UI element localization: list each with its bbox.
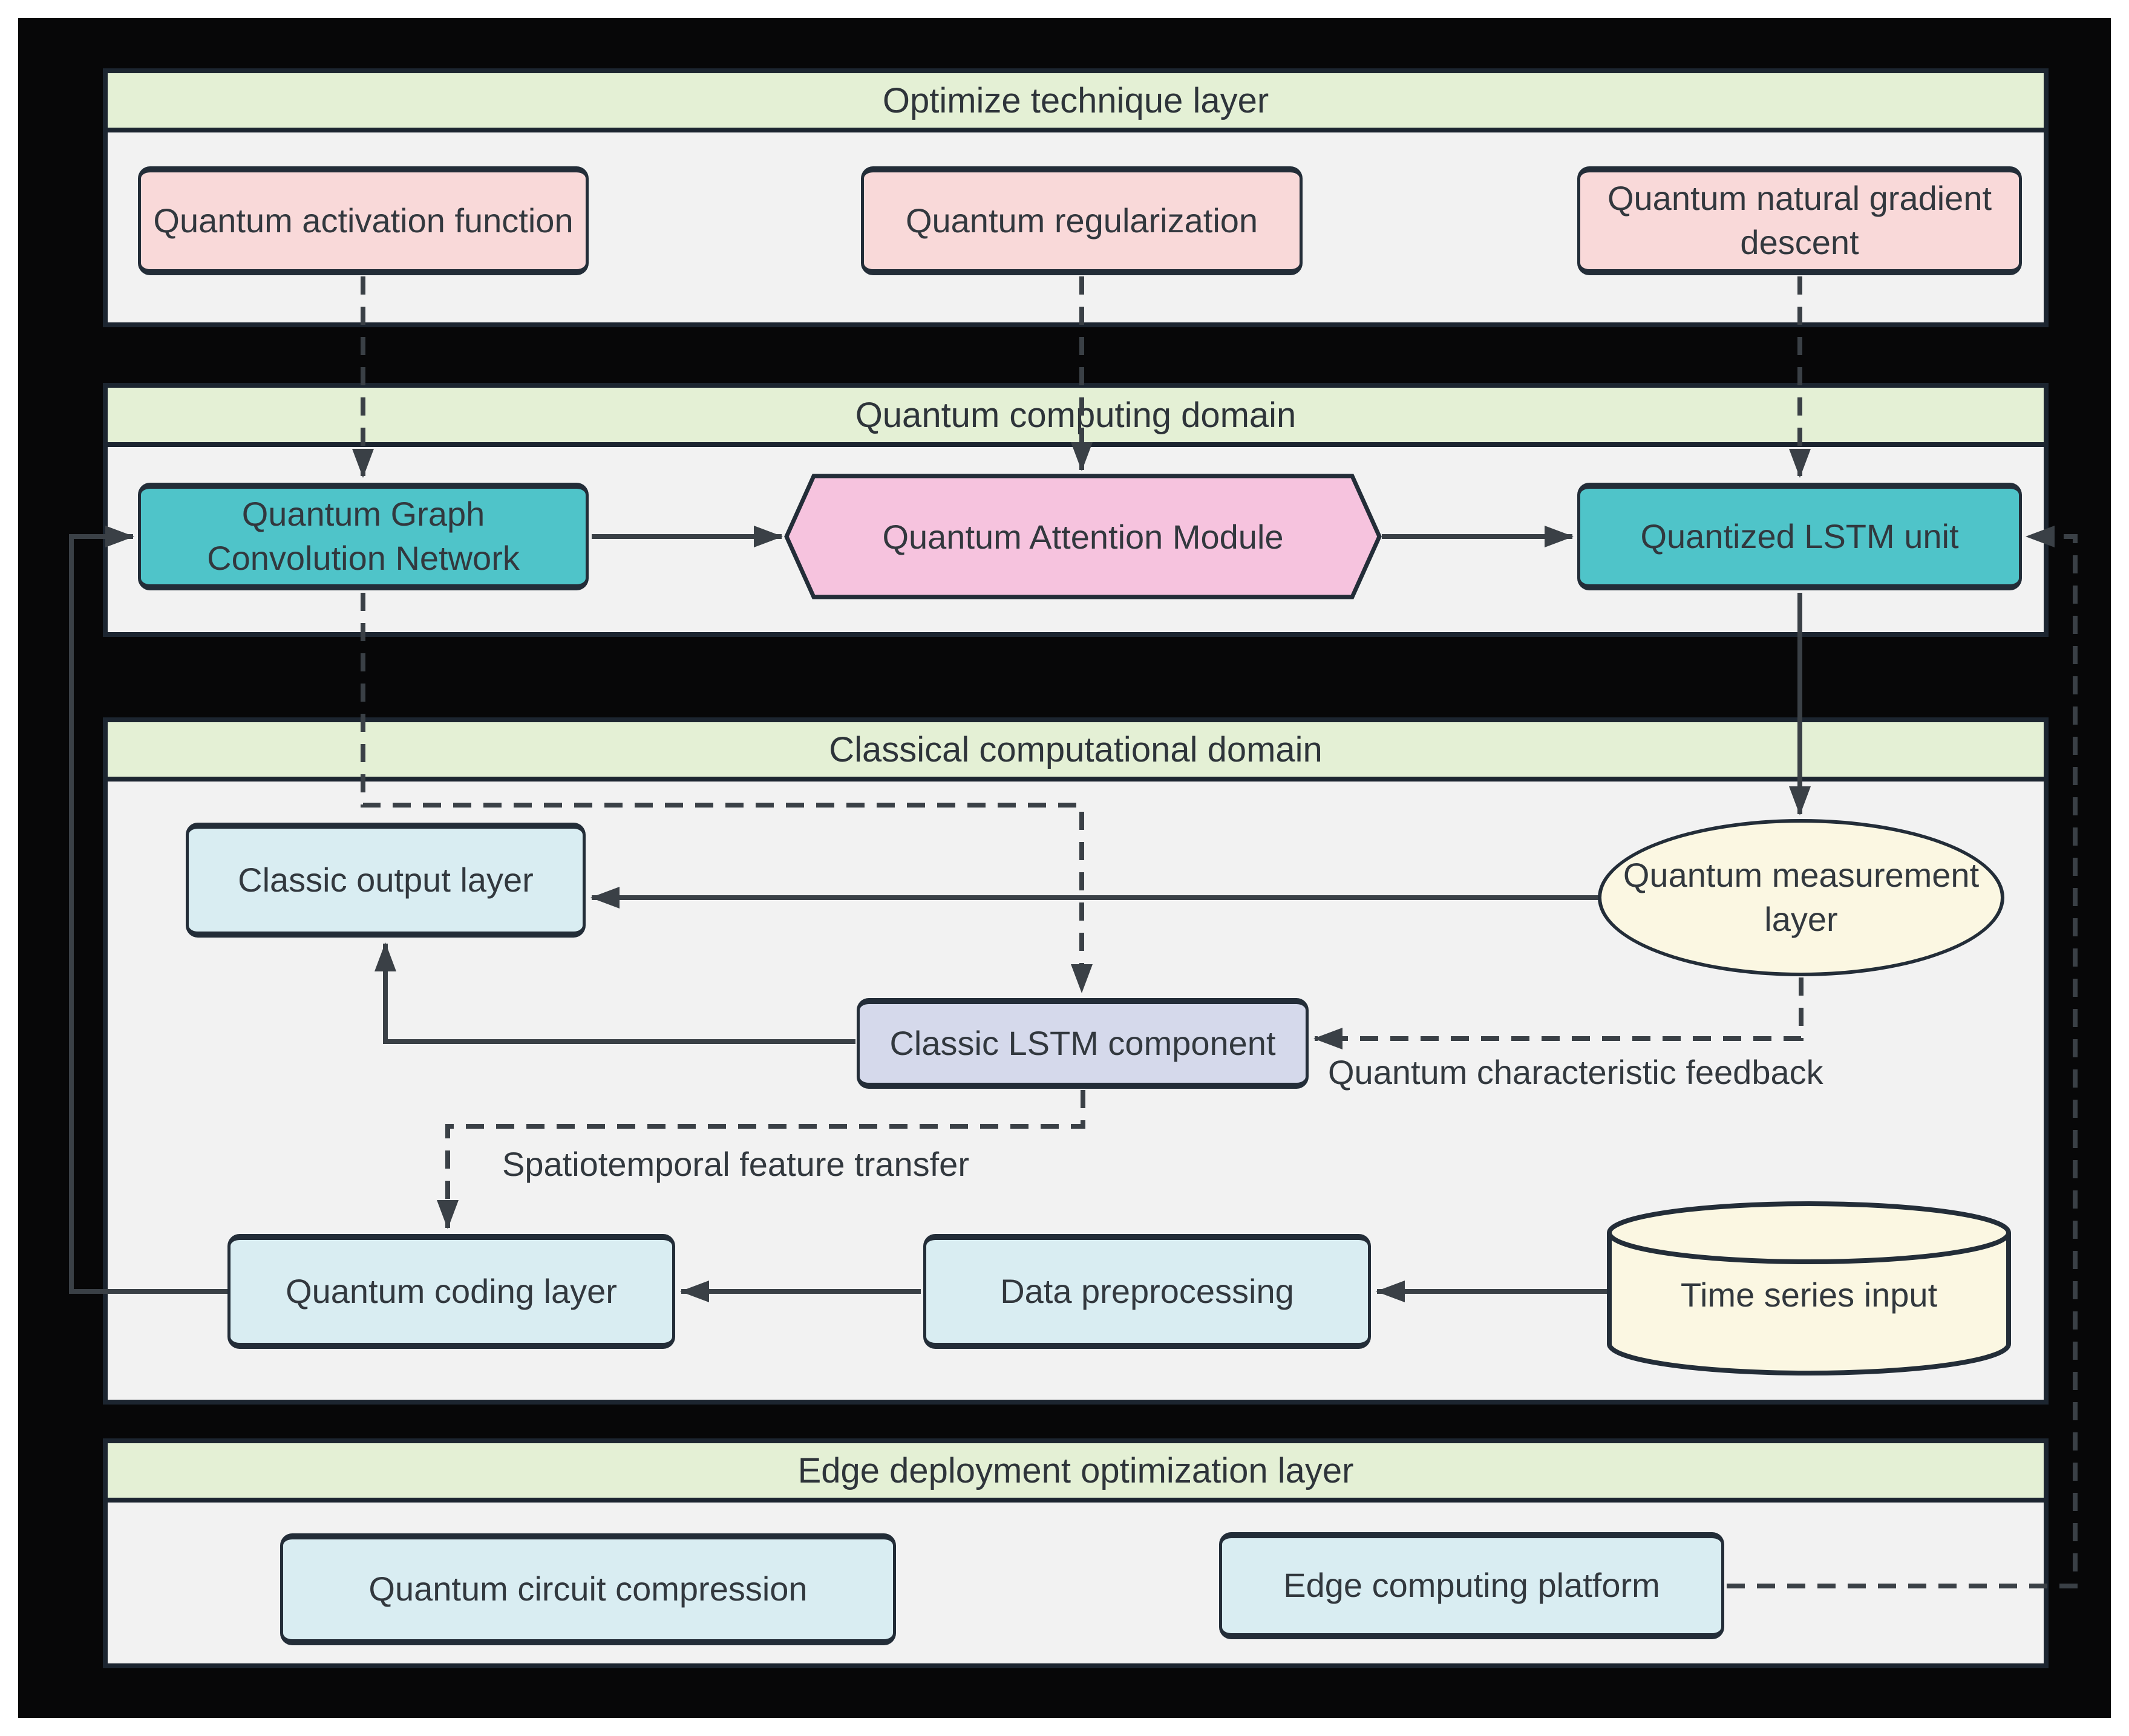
label-spatiotemporal-feature-transfer: Spatiotemporal feature transfer <box>502 1145 969 1183</box>
node-time-series-input-label: Time series input <box>1680 1275 1938 1314</box>
node-quantum-measurement-layer-label: Quantum measurement layer <box>1623 856 1980 938</box>
node-quantum-activation-function-label: Quantum activation function <box>153 201 574 240</box>
layer-optimize-title: Optimize technique layer <box>882 80 1269 120</box>
node-edge-computing-platform: Edge computing platform <box>1219 1532 1724 1639</box>
layer-classical-header: Classical computational domain <box>108 722 2044 782</box>
node-data-preprocessing-label: Data preprocessing <box>1000 1271 1294 1310</box>
node-quantum-graph-convolution-network-label: Quantum Graph Convolution Network <box>207 495 520 577</box>
label-quantum-characteristic-feedback: Quantum characteristic feedback <box>1328 1053 1823 1091</box>
node-quantum-attention-module: Quantum Attention Module <box>799 476 1367 597</box>
node-classic-lstm-component: Classic LSTM component <box>857 998 1309 1089</box>
node-time-series-input: Time series input <box>1609 1246 2009 1343</box>
cylinder-top <box>1607 1201 2011 1264</box>
node-quantum-circuit-compression: Quantum circuit compression <box>280 1533 896 1645</box>
layer-classical-title: Classical computational domain <box>829 729 1323 769</box>
node-quantum-measurement-layer: Quantum measurement layer <box>1598 819 2004 976</box>
node-quantum-natural-gradient-descent: Quantum natural gradient descent <box>1577 166 2022 275</box>
node-quantum-attention-module-label: Quantum Attention Module <box>882 517 1284 556</box>
layer-edge-title: Edge deployment optimization layer <box>797 1450 1354 1490</box>
node-quantum-activation-function: Quantum activation function <box>138 166 589 275</box>
layer-optimize-header: Optimize technique layer <box>108 73 2044 132</box>
node-quantum-circuit-compression-label: Quantum circuit compression <box>368 1570 808 1608</box>
node-quantum-regularization-label: Quantum regularization <box>905 201 1258 240</box>
node-quantized-lstm-unit: Quantized LSTM unit <box>1577 483 2022 590</box>
node-quantum-regularization: Quantum regularization <box>861 166 1303 275</box>
connector-feedback-to-classic-lstm <box>1313 977 1804 1049</box>
node-quantized-lstm-unit-label: Quantized LSTM unit <box>1640 517 1959 555</box>
connector-coding-loop-to-qgcn <box>69 526 227 1294</box>
node-edge-computing-platform-label: Edge computing platform <box>1283 1566 1660 1605</box>
node-quantum-coding-layer-label: Quantum coding layer <box>286 1271 617 1310</box>
connector-spatiotemporal-to-coding <box>437 1090 1085 1229</box>
connector-classic-lstm-to-output <box>374 942 855 1044</box>
layer-quantum-title: Quantum computing domain <box>855 395 1297 435</box>
node-classic-output-layer-label: Classic output layer <box>238 860 534 899</box>
hexagon-shape <box>784 474 1382 599</box>
node-quantum-coding-layer: Quantum coding layer <box>227 1234 675 1349</box>
node-quantum-graph-convolution-network: Quantum Graph Convolution Network <box>138 483 589 590</box>
layer-edge-deployment: Edge deployment optimization layer <box>103 1438 2049 1668</box>
connector-edge-platform-to-qlstm <box>1727 526 2078 1588</box>
node-quantum-natural-gradient-descent-label: Quantum natural gradient descent <box>1607 179 1992 261</box>
connector-qgcn-to-classic-lstm <box>361 593 1093 993</box>
node-classic-lstm-component-label: Classic LSTM component <box>889 1023 1276 1062</box>
layer-edge-header: Edge deployment optimization layer <box>108 1443 2044 1503</box>
node-classic-output-layer: Classic output layer <box>186 823 586 938</box>
node-data-preprocessing: Data preprocessing <box>923 1234 1371 1349</box>
